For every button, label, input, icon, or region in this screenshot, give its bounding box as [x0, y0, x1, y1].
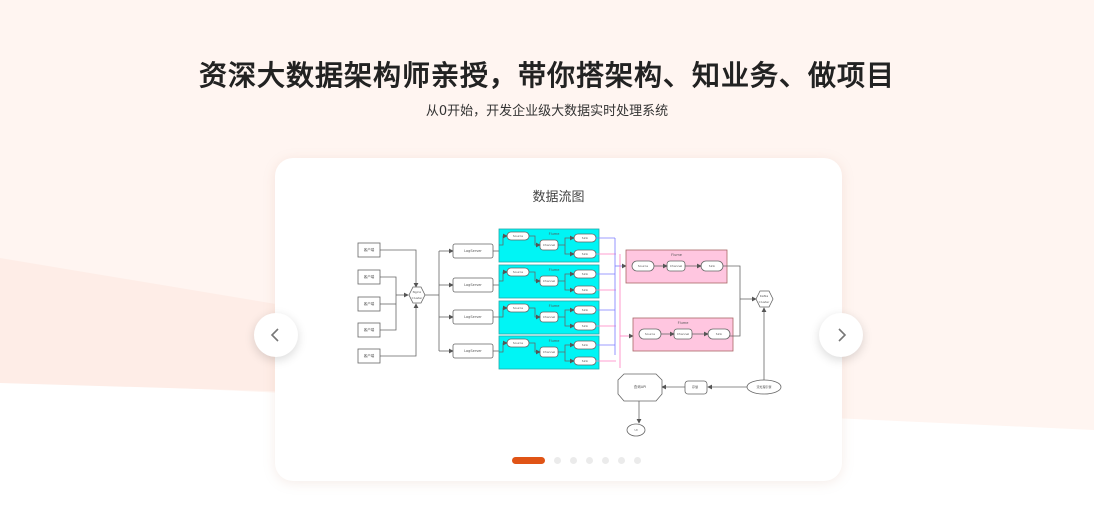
flume-internal-line	[564, 281, 575, 293]
kafka-connector	[723, 265, 741, 337]
flume-internal-line	[499, 269, 508, 282]
channel-label: Channel	[543, 350, 555, 354]
flume-internal-line	[499, 340, 508, 353]
sink-label: Sink	[582, 252, 589, 256]
client-connector	[380, 249, 419, 288]
sink-label: Sink	[582, 324, 589, 328]
ui-node	[626, 423, 646, 437]
pagination-dot[interactable]	[602, 457, 609, 464]
sink-label: Sink	[582, 272, 589, 276]
pagination-dot[interactable]	[618, 457, 625, 464]
flume-internal-line	[558, 271, 575, 282]
sink-label: Sink	[716, 332, 723, 336]
logserver-label: LogServer	[464, 315, 482, 319]
logserver-label: LogServer	[464, 249, 482, 253]
channel-label: Channel	[543, 315, 555, 319]
flume-internal-line	[558, 235, 575, 246]
sink-label: Sink	[582, 288, 589, 292]
logserver-label: LogServer	[464, 349, 482, 353]
flume-internal-line	[564, 352, 575, 364]
ui-label: UI	[634, 428, 637, 432]
client-label: 客户端	[364, 353, 375, 358]
pagination-dot[interactable]	[634, 457, 641, 464]
query-api-node	[617, 373, 663, 402]
client-connector	[380, 276, 397, 331]
carousel-prev-button[interactable]	[254, 313, 298, 357]
flume-label: Flume	[549, 232, 560, 236]
source-label: Source	[513, 341, 523, 345]
flume-internal-line	[529, 342, 541, 355]
kafka-label: Kafka	[760, 294, 768, 298]
page-title: 资深大数据架构师亲授，带你搭架构、知业务、做项目	[198, 59, 895, 92]
client-label: 客户端	[364, 327, 375, 332]
source-label: Source	[513, 234, 523, 238]
slide-title: 数据流图	[532, 190, 585, 205]
sink-label: Sink	[709, 264, 716, 268]
flume-label: Flume	[549, 339, 560, 343]
client-label: 客户端	[364, 247, 375, 252]
source-label: Source	[638, 264, 648, 268]
channel-label: Channel	[543, 279, 555, 283]
client-connector	[380, 303, 419, 357]
flume-internal-line	[564, 317, 575, 329]
page-subtitle: 从0开始，开发企业级大数据实时处理系统	[425, 104, 669, 119]
carousel-pagination	[512, 457, 641, 464]
flume-internal-line	[564, 245, 575, 257]
storage-node	[684, 380, 708, 395]
logserver-label: LogServer	[464, 283, 482, 287]
source-label: Source	[645, 332, 655, 336]
nginx-label: Nginx	[413, 290, 422, 294]
flume-label: Flume	[549, 304, 560, 308]
flume-internal-line	[499, 233, 508, 246]
channel-label: Channel	[670, 264, 682, 268]
nginx-label: Cluster	[412, 296, 423, 300]
sink-label: Sink	[582, 359, 589, 363]
realtime-engine-label: 流处理引擎	[756, 384, 771, 389]
pagination-dot[interactable]	[586, 457, 593, 464]
flume-internal-line	[529, 307, 541, 320]
flume-internal-line	[558, 307, 575, 318]
storage-label: 存储	[692, 384, 698, 389]
sink-label: Sink	[582, 343, 589, 347]
chevron-left-icon	[270, 328, 279, 342]
carousel-next-button[interactable]	[819, 313, 863, 357]
query-api-label: 查询API	[634, 384, 647, 389]
channel-label: Channel	[677, 332, 689, 336]
pagination-dot[interactable]	[554, 457, 561, 464]
channel-label: Channel	[543, 243, 555, 247]
source-label: Source	[513, 270, 523, 274]
client-label: 客户端	[364, 301, 375, 306]
flume-label: Flume	[678, 321, 689, 325]
flume-internal-line	[529, 271, 541, 284]
flume-internal-line	[529, 235, 541, 248]
kafka-label: Cluster	[759, 300, 770, 304]
flume-internal-line	[499, 305, 508, 318]
flume-label: Flume	[671, 253, 682, 257]
kafka-cluster-node	[755, 290, 774, 308]
sink-label: Sink	[582, 308, 589, 312]
pagination-dot[interactable]	[570, 457, 577, 464]
client-label: 客户端	[364, 274, 375, 279]
flume-internal-line	[558, 342, 575, 353]
source-label: Source	[513, 306, 523, 310]
flume-label: Flume	[549, 268, 560, 272]
chevron-right-icon	[838, 328, 847, 342]
sink-label: Sink	[582, 236, 589, 240]
pagination-dot[interactable]	[512, 457, 545, 464]
data-flow-diagram: 客户端客户端客户端客户端客户端NginxClusterLogServerLogS…	[357, 228, 782, 437]
